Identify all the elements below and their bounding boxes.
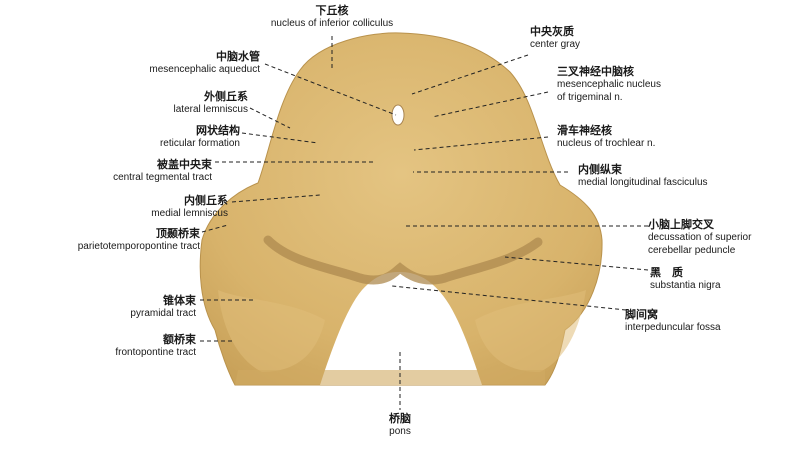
label-lateral-lemniscus: 外侧丘系 lateral lemniscus [48, 90, 248, 116]
label-inferior-colliculus-cn: 下丘核 [315, 4, 349, 17]
label-trochlear-cn: 滑车神经核 [557, 124, 612, 137]
label-pons-en: pons [389, 426, 411, 437]
pons-strip [235, 370, 545, 385]
label-parietotemporopontine: 顶颞桥束 parietotemporopontine tract [4, 227, 200, 253]
label-center-gray-en: center gray [530, 39, 581, 50]
label-reticular-en: reticular formation [159, 138, 240, 149]
crus-cerebri-right [475, 290, 586, 372]
label-frontopontine: 额桥束 frontopontine tract [0, 333, 196, 359]
label-substantia-nigra: 黑 质 substantia nigra [650, 266, 721, 292]
label-trigeminal: 三叉神经中脑核 mesencephalic nucleus of trigemi… [557, 65, 661, 104]
label-mlf: 内侧纵束 medial longitudinal fasciculus [578, 163, 708, 189]
label-interpeduncular: 脚间窝 interpeduncular fossa [625, 308, 721, 334]
label-pyramidal-en: pyramidal tract [130, 308, 196, 319]
label-frontopontine-cn: 额桥束 [163, 333, 196, 346]
label-medial-lemniscus: 内侧丘系 medial lemniscus [28, 194, 228, 220]
label-reticular: 网状结构 reticular formation [40, 124, 240, 150]
label-aqueduct-cn: 中脑水管 [216, 50, 260, 63]
label-central-tegmental-en: central tegmental tract [113, 172, 212, 183]
label-parietotemporopontine-en: parietotemporopontine tract [77, 241, 200, 252]
label-pons: 桥脑 pons [360, 412, 440, 438]
label-pyramidal-cn: 锥体束 [163, 294, 196, 307]
label-decussation-en1: decussation of superior [648, 232, 752, 243]
label-center-gray-cn: 中央灰质 [530, 25, 574, 38]
label-pons-cn: 桥脑 [389, 412, 411, 425]
label-mlf-cn: 内侧纵束 [578, 163, 622, 176]
label-trochlear-en: nucleus of trochlear n. [557, 138, 656, 149]
label-inferior-colliculus: 下丘核 nucleus of inferior colliculus [232, 4, 432, 30]
label-decussation-cn: 小脑上脚交叉 [648, 218, 714, 231]
label-substantia-nigra-cn: 黑 质 [650, 266, 683, 279]
label-mlf-en: medial longitudinal fasciculus [578, 177, 708, 188]
label-lateral-lemniscus-cn: 外侧丘系 [204, 90, 248, 103]
label-central-tegmental-cn: 被盖中央束 [157, 158, 212, 171]
label-medial-lemniscus-cn: 内侧丘系 [184, 194, 228, 207]
label-inferior-colliculus-en: nucleus of inferior colliculus [270, 18, 394, 29]
interpeduncular-notch [320, 272, 482, 385]
label-trochlear: 滑车神经核 nucleus of trochlear n. [557, 124, 655, 150]
label-aqueduct-en: mesencephalic aqueduct [149, 64, 260, 75]
label-medial-lemniscus-en: medial lemniscus [151, 208, 228, 219]
leader-lines [200, 36, 649, 410]
label-decussation-en2: cerebellar peduncle [648, 245, 736, 256]
label-interpeduncular-cn: 脚间窝 [625, 308, 658, 321]
label-trigeminal-en2: of trigeminal n. [557, 92, 623, 103]
substantia-nigra-band [263, 235, 543, 285]
aqueduct-hole [391, 104, 405, 126]
label-parietotemporopontine-cn: 顶颞桥束 [156, 227, 200, 240]
label-aqueduct: 中脑水管 mesencephalic aqueduct [60, 50, 260, 76]
label-trigeminal-cn: 三叉神经中脑核 [557, 65, 634, 78]
label-substantia-nigra-en: substantia nigra [650, 280, 721, 291]
label-interpeduncular-en: interpeduncular fossa [625, 322, 721, 333]
label-trigeminal-en1: mesencephalic nucleus [557, 79, 661, 90]
label-frontopontine-en: frontopontine tract [115, 347, 196, 358]
label-center-gray: 中央灰质 center gray [530, 25, 580, 51]
crus-cerebri-left [218, 290, 325, 372]
label-reticular-cn: 网状结构 [196, 124, 240, 137]
label-pyramidal: 锥体束 pyramidal tract [0, 294, 196, 320]
label-lateral-lemniscus-en: lateral lemniscus [173, 104, 248, 115]
label-decussation: 小脑上脚交叉 decussation of superior cerebella… [648, 218, 751, 257]
label-central-tegmental: 被盖中央束 central tegmental tract [12, 158, 212, 184]
